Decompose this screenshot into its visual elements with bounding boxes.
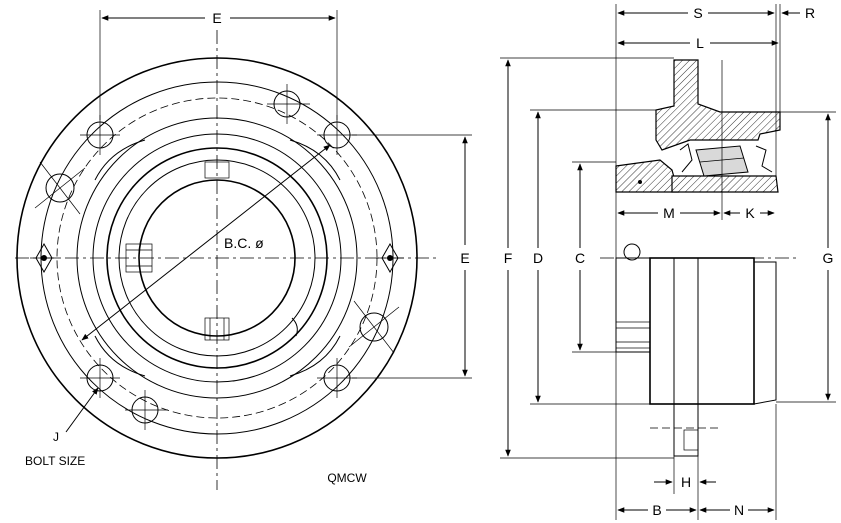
dim-label-l: L <box>696 35 704 51</box>
front-view: E E B.C. ø J BOLT SIZE QMCW <box>15 10 472 490</box>
flange-plate <box>673 257 699 405</box>
flange-section-top <box>655 59 781 151</box>
housing-cap <box>753 261 777 405</box>
dim-label-e-top: E <box>212 10 221 26</box>
grease-fitting-left <box>30 242 58 274</box>
dim-label-k: K <box>745 205 755 221</box>
dim-label-d: D <box>533 250 543 266</box>
dim-label-n: N <box>734 502 744 518</box>
set-screw-side <box>615 321 651 349</box>
housing-section <box>671 175 779 193</box>
bolt-circle-label: B.C. ø <box>224 235 264 251</box>
dim-label-m: M <box>663 205 675 221</box>
dim-label-e-right: E <box>460 250 469 266</box>
flange-outer-edge <box>16 57 418 459</box>
side-view: S R L M K F D C <box>500 4 836 520</box>
bolt-holes <box>80 84 357 430</box>
hub-lobe <box>289 335 341 377</box>
grease-fitting-side <box>623 243 641 261</box>
hub-lobe <box>289 139 341 181</box>
housing-body <box>649 257 755 405</box>
dim-label-c: C <box>575 250 585 266</box>
seal-left <box>679 143 693 173</box>
collar-section <box>615 159 679 193</box>
bolt-size-label: BOLT SIZE <box>25 454 85 468</box>
dim-label-f: F <box>504 250 513 266</box>
j-label: J <box>53 430 59 444</box>
flange-ring <box>76 117 358 399</box>
shaft-collar <box>615 257 651 353</box>
model-label: QMCW <box>327 471 367 485</box>
seal-right <box>755 145 773 173</box>
dim-label-h: H <box>681 474 691 490</box>
dim-label-r: R <box>805 5 815 21</box>
jack-screw-holes <box>34 161 400 354</box>
dim-label-b: B <box>652 502 661 518</box>
dim-label-g: G <box>823 250 834 266</box>
grease-fitting-right <box>376 242 404 274</box>
hub-lobe <box>94 335 146 377</box>
dim-label-s: S <box>693 5 702 21</box>
